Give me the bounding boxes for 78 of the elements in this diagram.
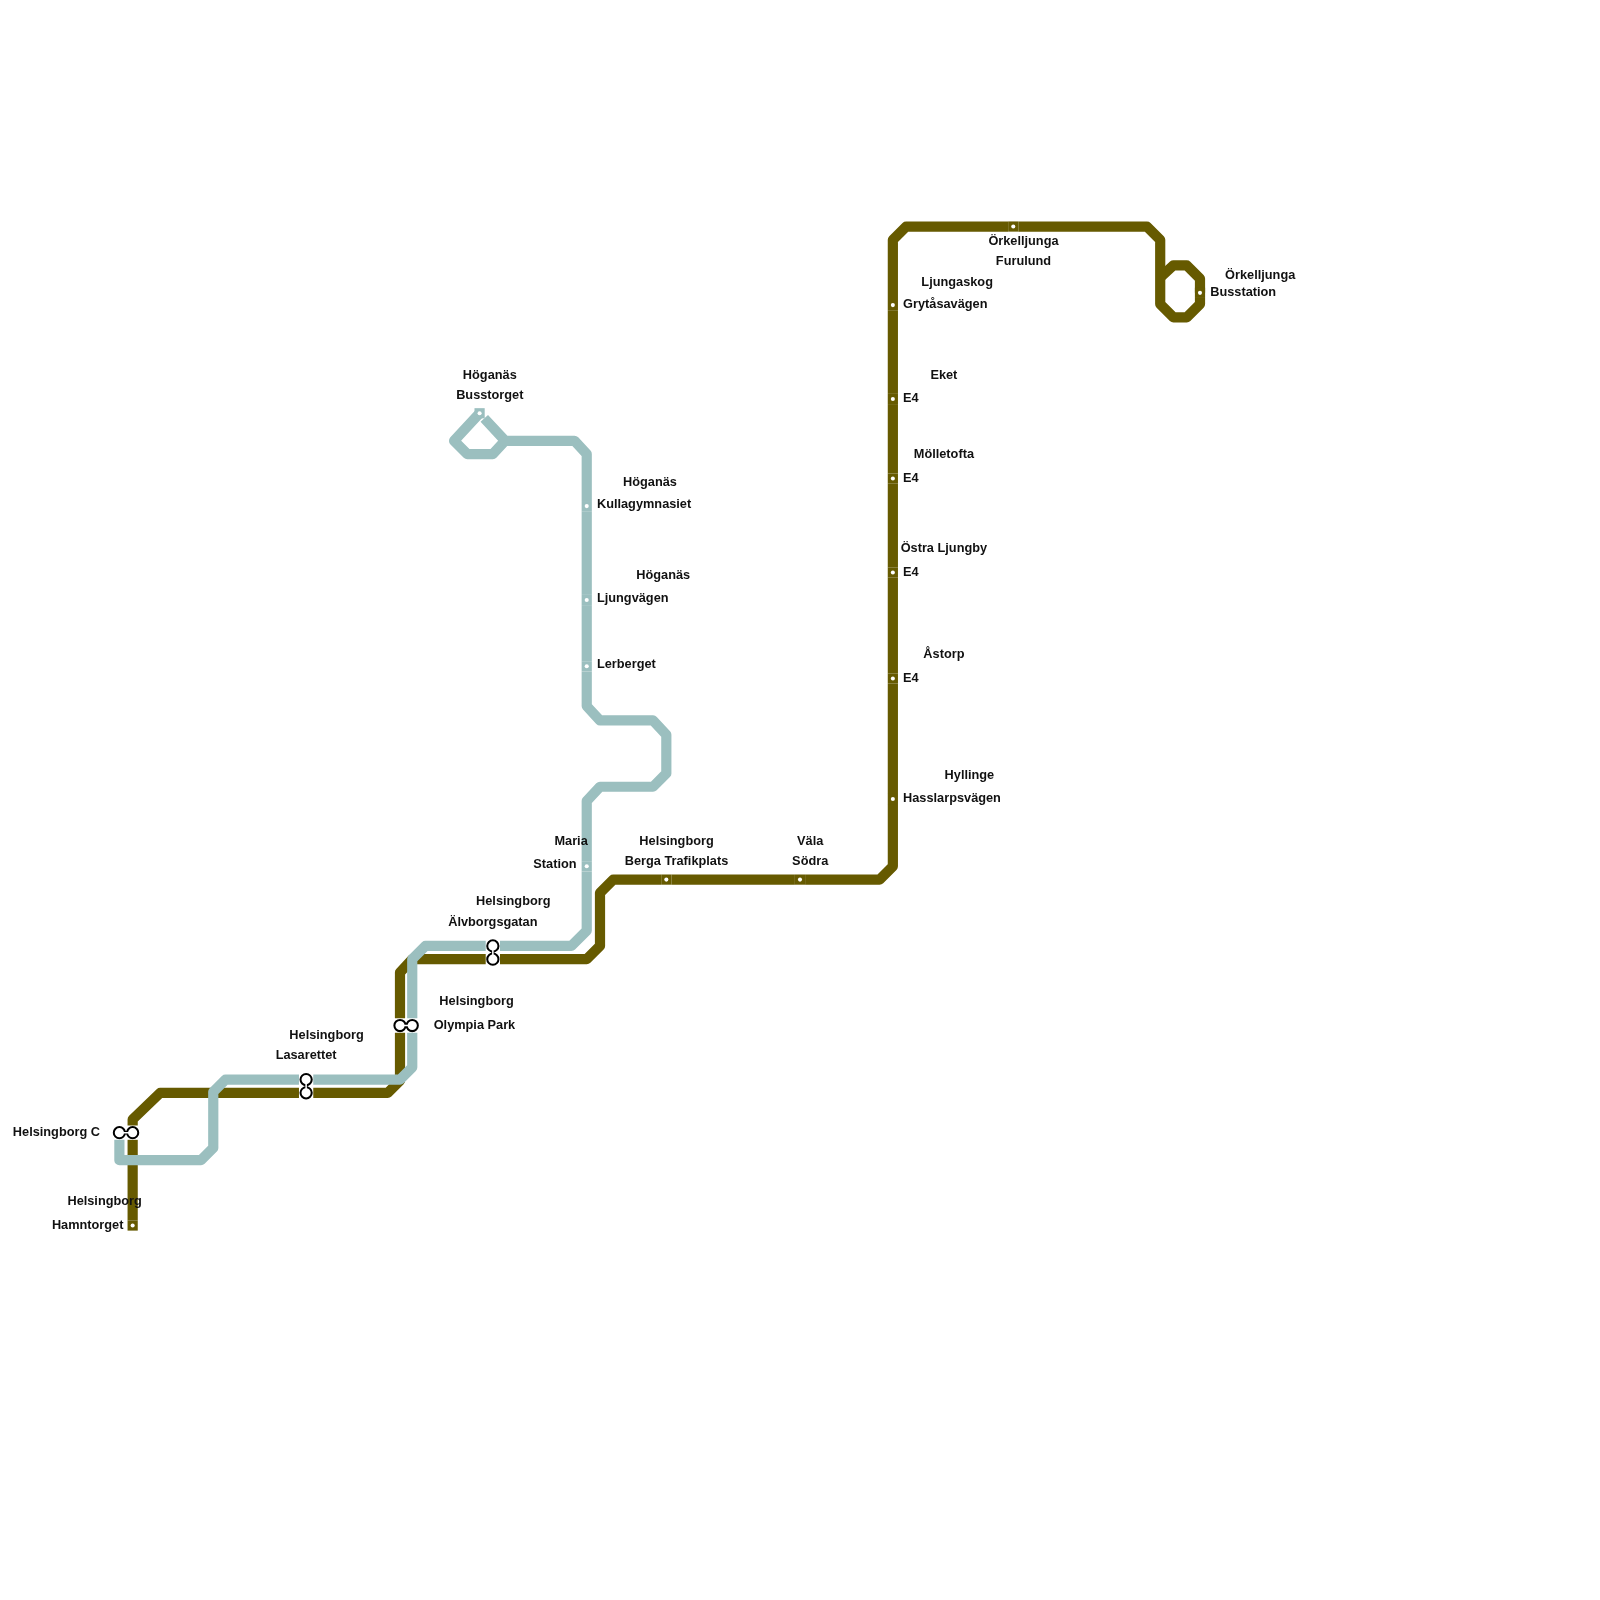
station-marker [581, 594, 592, 606]
station-name: Eket [930, 368, 958, 383]
station-name: Åstorp [923, 648, 965, 663]
station-name: Hasslarpsvägen [903, 791, 1001, 806]
station-marker [794, 874, 806, 885]
route-line [805, 804, 898, 885]
station-marker [581, 661, 592, 672]
interchange-marker [299, 1072, 314, 1100]
station-name: Ljungaskog [921, 275, 993, 290]
station-name: Mölletofta [913, 448, 974, 463]
station-name: Hyllinge [944, 768, 995, 783]
station-name: Berga Trafikplats [624, 855, 729, 870]
station-name: Väla [797, 834, 824, 849]
station-name: Örkelljunga [988, 234, 1059, 249]
station-name: Helsingborg [639, 834, 714, 849]
station-marker [1008, 221, 1019, 232]
station-name: Busstation [1210, 285, 1277, 300]
station-name: Lerberget [596, 658, 656, 673]
interchange-marker [112, 1125, 140, 1140]
station-marker [887, 673, 898, 684]
station-marker [661, 874, 672, 885]
route-line [313, 1032, 406, 1098]
route-line [887, 310, 898, 394]
station-marker [887, 567, 898, 578]
station-marker [887, 473, 898, 484]
route-line [887, 404, 898, 474]
route-line [480, 414, 592, 501]
station-name: Helsingborg [439, 995, 514, 1010]
route-line [887, 577, 898, 674]
station-name: Olympia Park [433, 1018, 516, 1033]
station-name: Helsingborg [476, 895, 551, 910]
station-name: E4 [903, 671, 919, 686]
station-marker [581, 501, 592, 512]
station-name: E4 [903, 471, 919, 486]
station-name: Höganäs [636, 568, 691, 583]
station-name: Höganäs [462, 368, 517, 383]
station-marker [1194, 287, 1206, 298]
station-name: Ljungvägen [596, 591, 669, 606]
station-name: Kullagymnasiet [596, 498, 692, 513]
route-line [127, 1139, 138, 1221]
station-name: Busstorget [456, 388, 524, 403]
route-line [394, 954, 486, 1019]
station-name: Höganäs [623, 475, 677, 490]
route-line [114, 1074, 299, 1166]
route-line [313, 1032, 418, 1085]
route-line [887, 483, 898, 568]
station-marker [887, 300, 898, 311]
station-name: E4 [903, 391, 919, 406]
station-name: Östra Ljungby [900, 541, 988, 556]
interchange-marker [485, 938, 500, 967]
route-line [1018, 221, 1206, 323]
station-name: Örkelljunga [1225, 268, 1296, 283]
station-marker [581, 861, 592, 872]
station-name: Helsingborg [289, 1028, 364, 1043]
station-name: E4 [903, 565, 919, 580]
station-name: Grytåsavägen [903, 298, 988, 313]
station-name: Furulund [995, 255, 1052, 270]
interchange-marker [392, 1018, 420, 1033]
route-line [500, 874, 662, 965]
station-name: Älvborgsgatan [448, 915, 538, 930]
route-line [407, 940, 486, 1019]
route-line [500, 871, 592, 951]
route-line [581, 605, 592, 662]
station-name: Maria [554, 834, 588, 849]
route-line [887, 221, 1009, 300]
station-name: Station [533, 858, 577, 873]
route-line [581, 671, 672, 862]
station-name: Helsingborg C [12, 1125, 100, 1140]
station-name: Södra [792, 855, 829, 870]
route-line [127, 1087, 299, 1126]
route-line [887, 683, 898, 794]
route-line [581, 511, 592, 595]
station-marker [887, 393, 898, 405]
station-name: Lasarettet [275, 1049, 337, 1064]
station-marker [474, 408, 485, 419]
route-line [671, 874, 795, 885]
station-name: Hamntorget [51, 1218, 124, 1233]
station-marker [127, 1220, 138, 1231]
